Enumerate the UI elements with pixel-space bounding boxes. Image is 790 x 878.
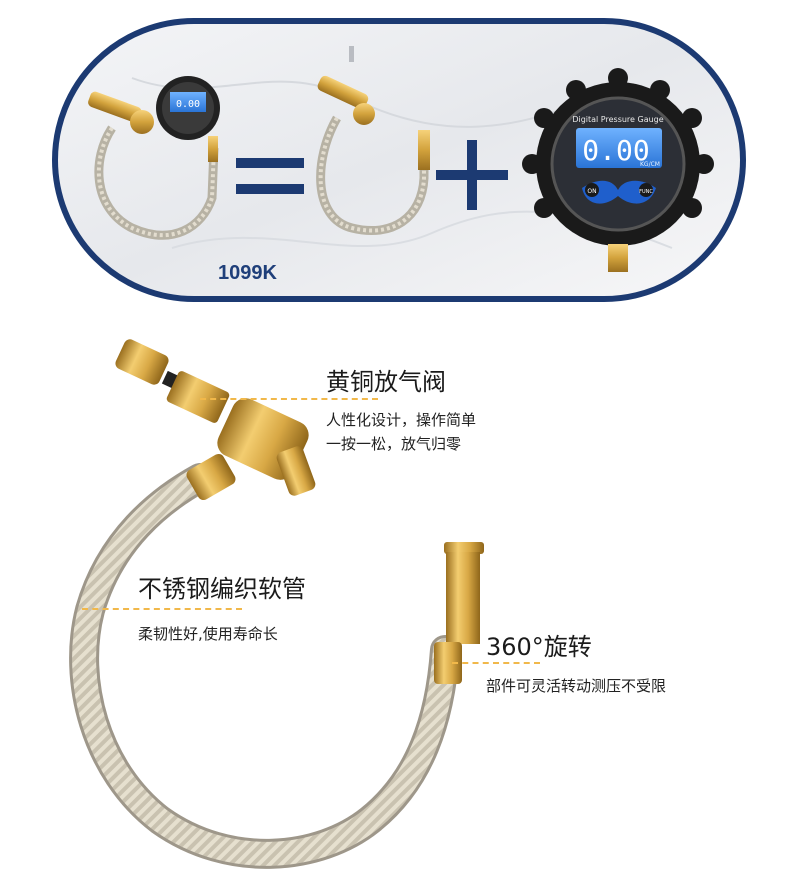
brass-valve [115,339,316,501]
gauge-reading-text: 0.00 [582,134,649,167]
hose-only-icon [316,46,430,236]
feature-title-rotation: 360°旋转 [486,633,592,661]
gauge-func-button-label: FUNC [639,189,653,195]
assembled-gauge-hose-icon: 0.00 [88,76,220,240]
gauge-unit-text: KG/CM [640,161,660,168]
callout-line-rotation [452,662,540,664]
feature-desc-brass-valve-2: 一按一松，放气归零 [326,435,462,453]
feature-desc-braided-hose: 柔韧性好,使用寿命长 [138,625,278,643]
product-equation-banner: 0.00 Digital Pressure Gauge 0.00 KG/CM [52,18,746,302]
digital-pressure-gauge-icon: Digital Pressure Gauge 0.00 KG/CM ON FUN… [522,68,714,272]
braided-hose [69,463,460,869]
gauge-title-text: Digital Pressure Gauge [572,115,663,124]
feature-desc-rotation: 部件可灵活转动测压不受限 [486,677,667,695]
feature-desc-brass-valve-1: 人性化设计，操作简单 [326,411,477,429]
gauge-on-button-label: ON [587,188,596,195]
brass-end-fitting [434,542,484,684]
feature-title-braided-hose: 不锈钢编织软管 [138,575,306,603]
feature-title-brass-valve: 黄铜放气阀 [326,368,446,396]
model-code-label: 1099K [218,262,277,284]
callout-line-brass-valve [200,398,378,400]
equals-icon [236,158,304,194]
plus-icon [436,140,508,210]
small-gauge-reading: 0.00 [176,99,200,110]
callout-line-braided-hose [82,608,242,610]
